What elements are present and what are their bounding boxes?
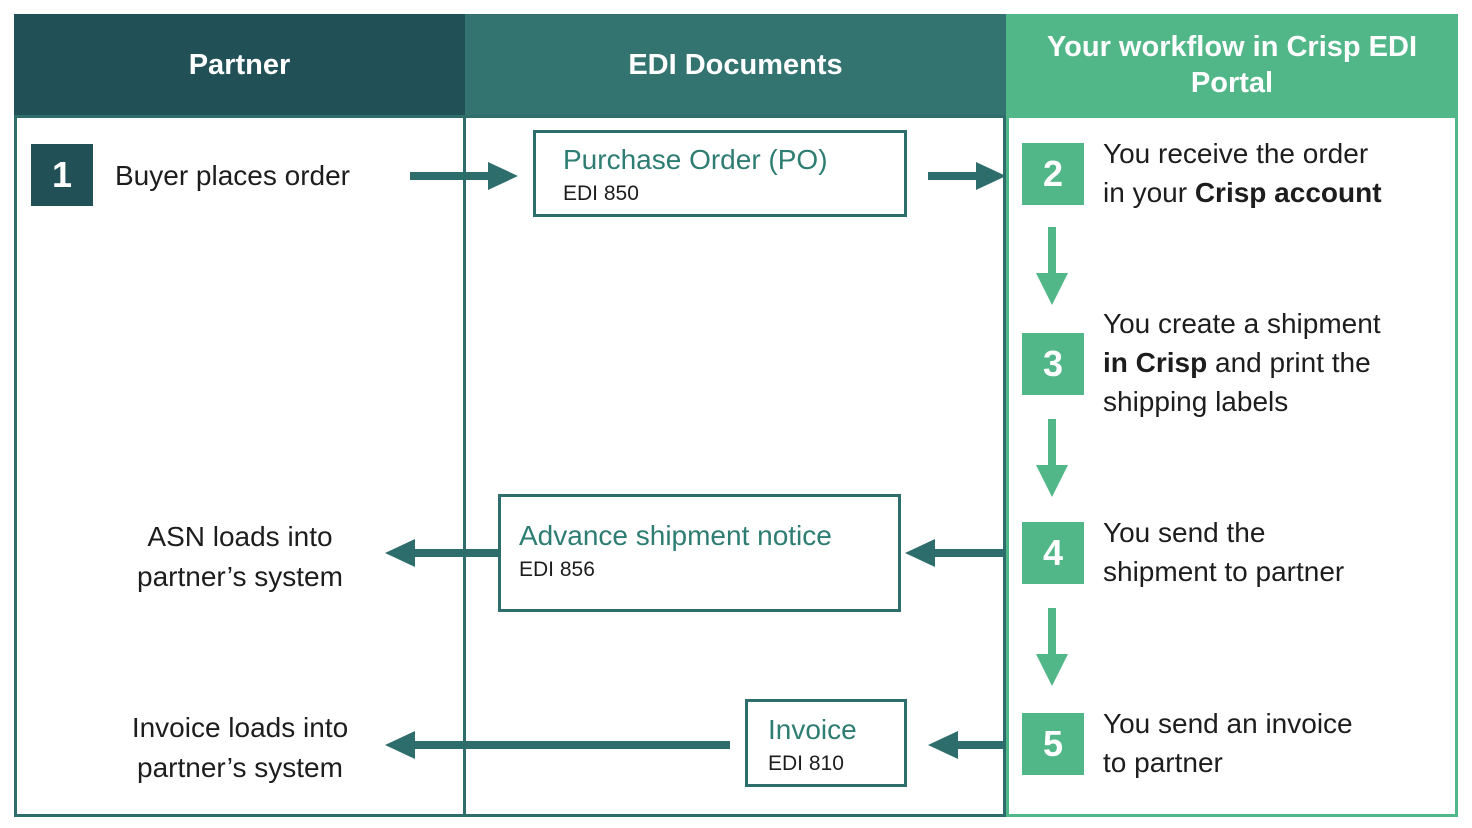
step-3-number: 3 — [1022, 333, 1084, 395]
arrow-buyer-to-po-icon — [410, 162, 518, 190]
arrow-step4-to-step5-icon — [1036, 608, 1068, 686]
arrow-asn-to-partner-icon — [385, 539, 498, 567]
step-2-number: 2 — [1022, 143, 1084, 205]
step-1-label: Buyer places order — [115, 159, 351, 191]
column-header-edi-documents: EDI Documents — [465, 14, 1006, 115]
arrow-step3-to-step4-icon — [1036, 419, 1068, 497]
step-1: 1 Buyer places order — [31, 144, 431, 206]
step-5-number: 5 — [1022, 713, 1084, 775]
arrow-step2-to-step3-icon — [1036, 227, 1068, 305]
partner-documents-divider — [463, 115, 466, 817]
advance-shipment-notice-box: Advance shipment notice EDI 856 — [498, 494, 901, 612]
column-header-crisp-portal: Your workflow in Crisp EDI Portal — [1006, 14, 1458, 115]
invoice-title: Invoice — [768, 714, 857, 745]
column-header-edi-documents-label: EDI Documents — [628, 48, 843, 81]
advance-shipment-notice-code: EDI 856 — [519, 558, 595, 581]
column-header-partner-label: Partner — [188, 48, 291, 81]
invoice-code: EDI 810 — [768, 752, 844, 775]
invoice-box: Invoice EDI 810 — [745, 699, 907, 787]
column-header-partner: Partner — [14, 14, 465, 115]
purchase-order-box: Purchase Order (PO) EDI 850 — [533, 130, 907, 217]
step-1-number: 1 — [31, 144, 93, 206]
arrow-po-to-step2-icon — [928, 162, 1006, 190]
arrow-step5-to-invoice-icon — [928, 731, 1005, 759]
crisp-workflow-panel — [1006, 115, 1458, 817]
step-4-number: 4 — [1022, 522, 1084, 584]
advance-shipment-notice-title: Advance shipment notice — [519, 520, 832, 551]
column-header-crisp-portal-label: Your workflow in Crisp EDI Portal — [1046, 30, 1418, 99]
purchase-order-code: EDI 850 — [563, 182, 639, 205]
purchase-order-title: Purchase Order (PO) — [563, 144, 828, 175]
arrow-invoice-to-partner-icon — [385, 731, 730, 759]
arrow-step4-to-asn-icon — [905, 539, 1005, 567]
